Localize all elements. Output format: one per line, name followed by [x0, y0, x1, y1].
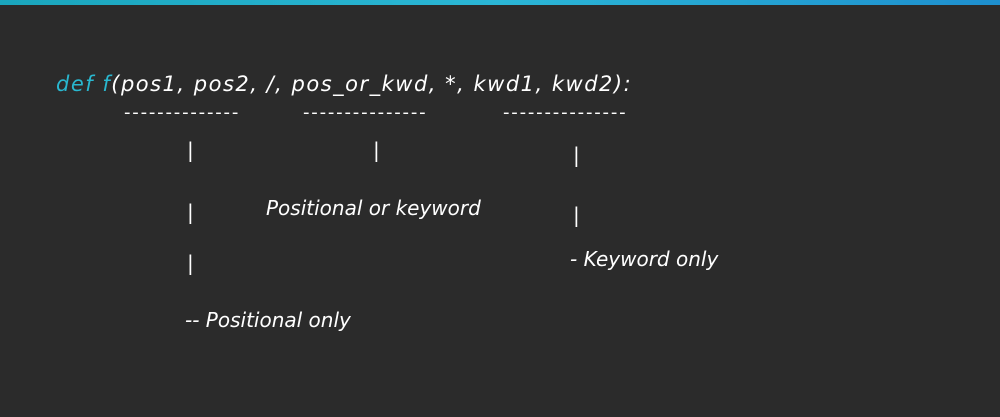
positional-only-underline: -------------- [124, 102, 241, 123]
code-slide: def f(pos1, pos2, /, pos_or_kwd, *, kwd1… [0, 5, 1000, 417]
positional-only-label: -- Positional only [185, 308, 351, 332]
connector-pipe: | [187, 200, 194, 224]
positional-or-keyword-underline: --------------- [303, 102, 428, 123]
function-signature: def f(pos1, pos2, /, pos_or_kwd, *, kwd1… [56, 69, 632, 99]
connector-pipe: | [373, 138, 380, 162]
top-accent-bar [0, 0, 1000, 5]
connector-pipe: | [573, 143, 580, 167]
function-params: (pos1, pos2, /, pos_or_kwd, *, kwd1, kwd… [111, 72, 633, 96]
connector-pipe: | [187, 138, 194, 162]
positional-or-keyword-label: Positional or keyword [266, 196, 481, 220]
function-name: f [102, 72, 112, 96]
def-keyword: def [56, 72, 95, 96]
keyword-only-label: - Keyword only [570, 247, 719, 271]
keyword-only-underline: --------------- [503, 102, 628, 123]
connector-pipe: | [573, 203, 580, 227]
connector-pipe: | [187, 251, 194, 275]
